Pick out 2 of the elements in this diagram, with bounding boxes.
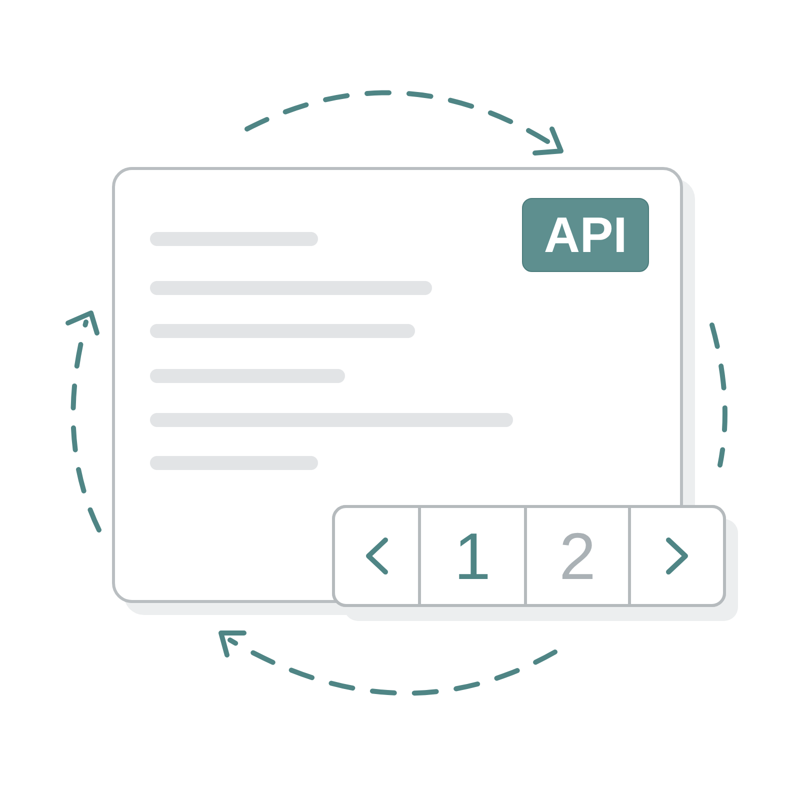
api-badge: API <box>522 198 649 272</box>
pagination-bar <box>332 505 726 607</box>
